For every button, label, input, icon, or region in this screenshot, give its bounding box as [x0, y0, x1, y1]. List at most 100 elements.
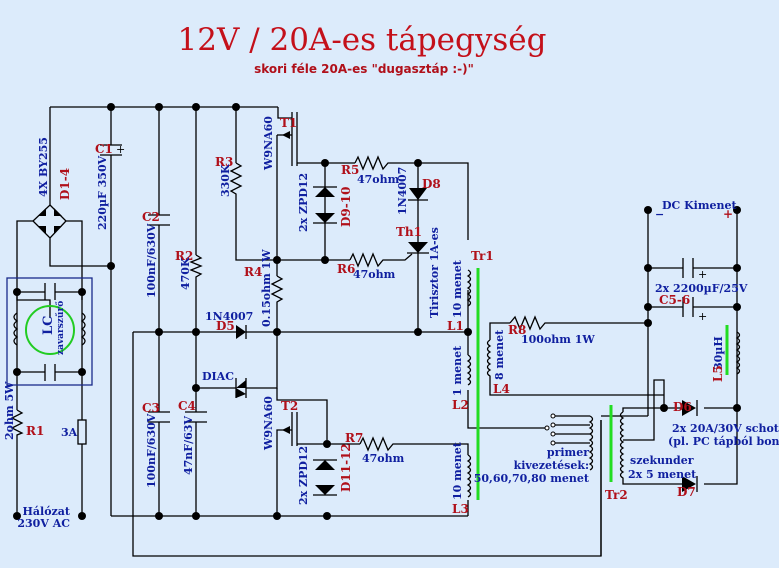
r2-ref: R2 — [175, 249, 193, 263]
d11-12-ref: D11-12 — [339, 443, 353, 492]
output-plus: + — [723, 207, 733, 221]
l2-ref: L2 — [452, 398, 469, 412]
tr2-primary-coil — [588, 415, 594, 471]
r6-ref: R6 — [337, 262, 355, 276]
c5-plus: + — [698, 268, 707, 281]
r5-value: 47ohm — [357, 173, 400, 186]
mosfet-t1-symbol — [282, 112, 298, 166]
d1-4-ref: D1-4 — [58, 168, 72, 200]
resistor-r1-symbol — [10, 409, 24, 440]
c1-ref: C1 — [95, 142, 113, 156]
fuse-label: 3A — [61, 426, 78, 439]
c5-6-ref: C5-6 — [659, 293, 690, 307]
mosfet-t2-symbol — [282, 412, 298, 446]
resistor-r7-symbol — [359, 436, 398, 452]
d6-7-value-line1: 2x 20A/30V schottky — [672, 422, 779, 435]
resistor-r6-symbol — [349, 252, 388, 268]
d9-10-ref: D9-10 — [339, 187, 353, 227]
lc-filter-label: LC — [41, 316, 56, 336]
c4-ref: C4 — [178, 399, 196, 413]
diac-symbol — [235, 378, 247, 398]
r5-ref: R5 — [341, 163, 359, 177]
c1-plus: + — [116, 143, 125, 156]
c4-value: 47nF/63V — [182, 416, 195, 475]
tr1-ref: Tr1 — [471, 249, 494, 263]
zener-d11-12-symbol — [313, 459, 337, 496]
junction-dots — [13, 103, 741, 520]
tr2-primary-line3: 50,60,70,80 menet — [474, 472, 590, 485]
t2-ref: T2 — [281, 399, 298, 413]
tr2-primary-taps — [544, 413, 556, 446]
tr2-secondary-line2: 2x 5 menet — [628, 468, 697, 481]
resistor-r3-symbol — [229, 162, 243, 197]
d1-4-value: 4X BY255 — [37, 137, 50, 197]
tr2-primary-line2: kivezetések: — [514, 459, 589, 472]
tr2-ref: Tr2 — [605, 488, 628, 502]
d6-7-value-line2: (pl. PC tápból bontott) — [668, 435, 779, 448]
d6-ref: D6 — [673, 400, 692, 414]
l3-ref: L3 — [452, 502, 469, 516]
lc-filter-box — [6, 277, 93, 386]
c1-value: 220µF 350V — [96, 155, 109, 230]
diode-d8-symbol — [409, 188, 427, 200]
c6-plus: + — [698, 310, 707, 323]
c2-value: 100nF/630V — [145, 223, 158, 298]
diode-d7-symbol — [682, 476, 696, 492]
r7-ref: R7 — [345, 431, 363, 445]
resistor-r5-symbol — [354, 155, 392, 171]
d8-ref: D8 — [422, 177, 441, 191]
lc-filter-sublabel: zavarszűrő — [55, 301, 66, 355]
l4-ref: L4 — [493, 382, 510, 396]
r4-value: 0.15ohm 1W — [260, 249, 273, 327]
d5-ref: D5 — [216, 319, 235, 333]
output-minus: − — [655, 208, 664, 221]
th1-ref: Th1 — [396, 225, 422, 239]
bridge-rectifier-symbol — [32, 204, 67, 239]
c3-ref: C3 — [142, 401, 160, 415]
r8-ref: R8 — [508, 323, 526, 337]
l2-value: 1 menet — [451, 345, 464, 396]
diac-label: DIAC — [202, 370, 234, 383]
lc-filter-circle — [25, 305, 75, 355]
diode-d6-symbol — [682, 400, 696, 416]
d8-value: 1N4007 — [396, 167, 409, 215]
r7-value: 47ohm — [362, 452, 405, 465]
resistor-r2-symbol — [189, 254, 203, 280]
capacitor-c1-symbol — [100, 144, 122, 156]
d9-10-value: 2x ZPD12 — [297, 173, 310, 232]
thyristor-th1-symbol — [408, 242, 428, 253]
l5-value: 30µH — [712, 336, 725, 370]
l1-value: 10 menet — [451, 259, 464, 318]
filter-coil-right — [80, 312, 86, 346]
d5-value: 1N4007 — [205, 310, 253, 323]
resistor-r8-symbol — [509, 315, 553, 331]
r1-ref: R1 — [26, 424, 44, 438]
tr2-secondary-line1: szekunder — [630, 454, 694, 467]
c5-6-value: 2x 2200µF/25V — [655, 282, 748, 295]
c3-value: 100nF/630V — [145, 413, 158, 488]
r8-value: 100ohm 1W — [521, 333, 595, 346]
r3-value: 330K — [219, 164, 232, 197]
resistor-r4-symbol — [270, 275, 284, 306]
d7-ref: D7 — [677, 485, 696, 499]
th1-value: Tirisztor 1A-es — [428, 227, 441, 318]
l4-value: 8 menet — [493, 329, 506, 380]
t1-value: W9NA60 — [262, 116, 275, 171]
t2-value: W9NA60 — [262, 396, 275, 451]
l1-ref: L1 — [447, 319, 464, 333]
coil-l1 — [466, 269, 472, 307]
coil-l2 — [466, 354, 472, 386]
page-subtitle: skori féle 20A-es "dugasztáp :-)" — [254, 62, 474, 76]
l5-ref: L5 — [711, 365, 725, 382]
r3-ref: R3 — [215, 155, 233, 169]
mains-label-line1: Hálózat — [23, 505, 71, 518]
c2-ref: C2 — [142, 210, 160, 224]
coil-l5 — [735, 331, 741, 375]
r2-value: 470K — [179, 257, 192, 290]
d11-12-value: 2x ZPD12 — [297, 446, 310, 505]
coil-l3 — [466, 454, 472, 498]
mains-label-line2: 230V AC — [17, 517, 70, 530]
fuse-symbol — [77, 419, 87, 445]
diode-d5-symbol — [236, 325, 246, 339]
